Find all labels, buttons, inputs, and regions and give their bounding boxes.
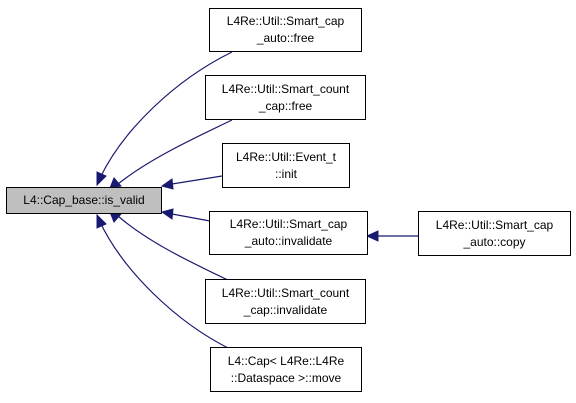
node-label-line-1: L4Re::Util::Smart_cap: [226, 14, 345, 28]
edge-move-to-root-arrowhead: [96, 213, 107, 229]
edge-move-to-root: [99, 221, 233, 351]
edge-invalidate-to-root-arrowhead: [160, 208, 174, 220]
node-label-line-1: L4Re::Util::Smart_cap: [435, 217, 554, 232]
node-label-line-1: L4Re::Util::Event_t: [235, 149, 337, 164]
node-label: L4::Cap_base::is_valid: [23, 193, 145, 207]
node-label-line-2: _auto::free: [256, 31, 315, 45]
node-label-line-1: L4Re::Util::Smart_cap: [229, 217, 348, 231]
edge-invalidate-to-root: [171, 213, 211, 222]
node-label-line-2: _cap::free: [258, 98, 313, 113]
node-label-line-2: _cap::invalidate: [243, 302, 328, 317]
node-smart-cap-auto-invalidate[interactable]: L4Re::Util::Smart_cap _auto::invalidate: [209, 211, 368, 255]
node-label-line-2: _auto::invalidate: [244, 234, 333, 248]
node-label-line-1: L4Re::Util::Smart_count: [221, 285, 350, 300]
edge-init-to-root-arrowhead: [160, 178, 174, 190]
node-event-t-init[interactable]: L4Re::Util::Event_t ::init: [222, 143, 350, 188]
node-smart-cap-auto-copy[interactable]: L4Re::Util::Smart_cap _auto::copy: [418, 211, 571, 256]
node-cap-base-is-valid[interactable]: L4::Cap_base::is_valid: [6, 187, 162, 214]
node-smart-cap-auto-free[interactable]: L4Re::Util::Smart_cap _auto::free: [209, 8, 362, 52]
edge-free-to-root-arrowhead: [96, 171, 107, 187]
node-label-line-2: ::init: [274, 166, 297, 181]
node-label-line-1: L4Re::Util::Smart_count: [221, 81, 350, 96]
node-cap-dataspace-move[interactable]: L4::Cap< L4Re::L4Re ::Dataspace >::move: [210, 347, 362, 392]
edge-countfree-to-root: [117, 119, 233, 185]
edge-copy-to-invalidate-arrowhead: [365, 230, 379, 242]
node-smart-count-cap-invalidate[interactable]: L4Re::Util::Smart_count _cap::invalidate: [205, 279, 366, 324]
node-label-line-2: ::Dataspace >::move: [230, 370, 342, 385]
node-label-line-2: _auto::copy: [463, 234, 526, 249]
edge-init-to-root: [171, 175, 223, 185]
node-smart-count-cap-free[interactable]: L4Re::Util::Smart_count _cap::free: [205, 75, 366, 120]
node-label-line-1: L4::Cap< L4Re::L4Re: [227, 353, 345, 368]
edge-free-to-root: [99, 51, 233, 179]
edge-countinval-to-root: [117, 215, 233, 283]
